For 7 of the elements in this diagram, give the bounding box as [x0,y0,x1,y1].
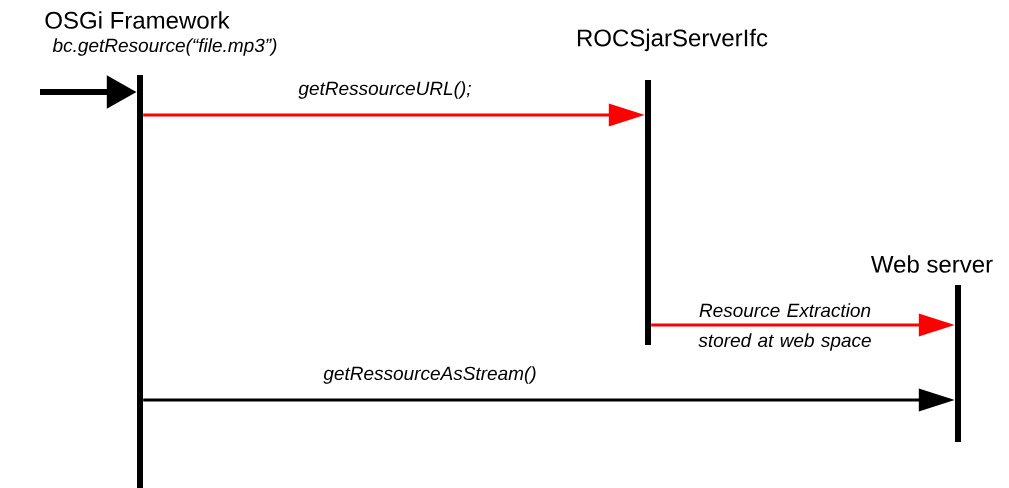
edge-label: Resource Extraction stored at web space [698,303,871,351]
edge-label: bc.getResource(“file.mp3”) [52,38,277,56]
lifeline-heading: Web server [871,255,993,273]
lifeline-heading: ROCSjarServerIfc [577,28,768,52]
lifeline-heading: OSGi Framework [45,11,230,29]
edge-label: getRessourceAsStream() [323,366,536,384]
edge-label: getRessourceURL(); [298,81,471,99]
